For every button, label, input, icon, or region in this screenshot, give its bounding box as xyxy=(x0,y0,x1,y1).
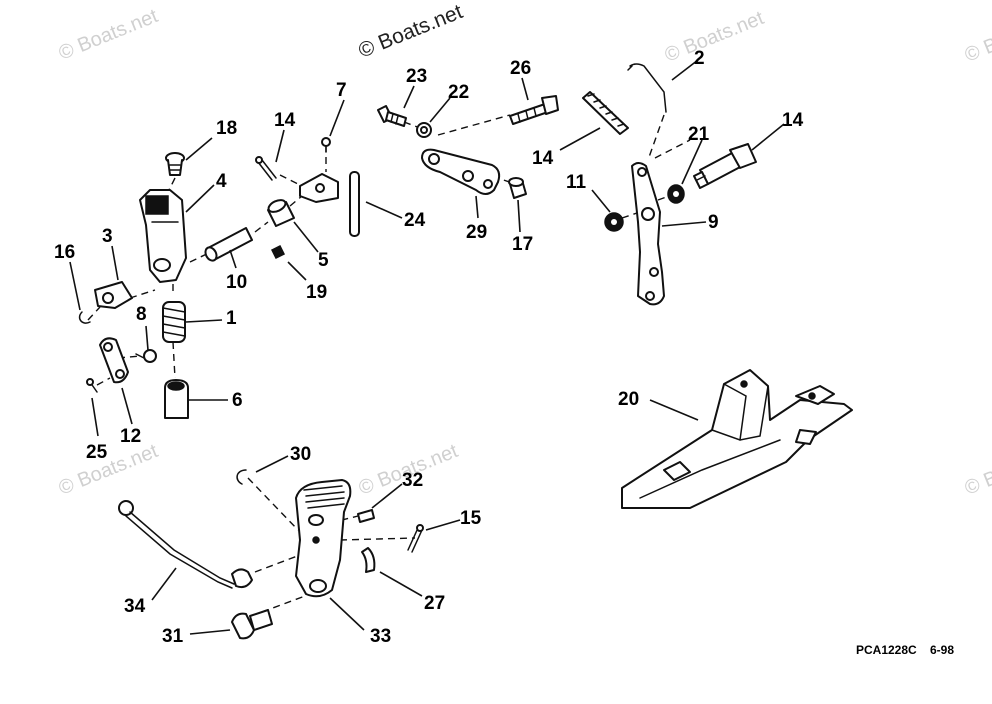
callout-10: 10 xyxy=(226,272,247,293)
part-14-bolt xyxy=(693,143,757,189)
watermark-4: © Boats.net xyxy=(962,7,992,67)
callout-11: 11 xyxy=(566,172,587,193)
callout-17: 17 xyxy=(512,234,533,255)
part-34-rod xyxy=(118,500,253,589)
part-3-bracket xyxy=(94,281,133,309)
part-clevis xyxy=(299,173,339,203)
part-5-bushing xyxy=(267,199,295,227)
callout-19: 19 xyxy=(306,282,327,303)
part-18-screw xyxy=(165,152,185,176)
callout-29: 29 xyxy=(466,222,487,243)
part-9-arm xyxy=(631,162,665,306)
drawing-code: PCA1228C xyxy=(856,643,917,657)
part-12-link xyxy=(99,337,129,384)
callout-27: 27 xyxy=(424,593,445,614)
callout-22: 22 xyxy=(448,82,469,103)
callout-20: 20 xyxy=(618,389,639,410)
part-15-cotter xyxy=(407,524,424,553)
part-4-housing xyxy=(139,189,187,283)
part-8-screw xyxy=(135,349,157,363)
part-16-clip xyxy=(78,311,91,324)
callout-9: 9 xyxy=(708,212,719,233)
part-33-handle xyxy=(295,479,352,598)
callout-24: 24 xyxy=(404,210,426,231)
callout-25: 25 xyxy=(86,442,108,463)
watermark-5: © Boats.net xyxy=(56,440,162,500)
part-10-pin xyxy=(204,227,253,262)
callout-16: 16 xyxy=(54,242,75,263)
part-7-screw xyxy=(321,137,331,153)
assembly-lines xyxy=(87,114,691,613)
callout-31: 31 xyxy=(162,626,184,647)
part-1-spring xyxy=(162,301,186,343)
callouts: 18 4 3 16 1 8 6 12 25 10 19 5 14 7 24 23… xyxy=(54,48,804,647)
callout-12: 12 xyxy=(120,426,141,447)
watermark-1: © Boats.net xyxy=(56,5,162,65)
part-26-bolt xyxy=(509,95,559,125)
callout-30: 30 xyxy=(290,444,311,465)
callout-6: 6 xyxy=(232,390,243,411)
part-23-bolt xyxy=(377,105,407,127)
part-31-screw xyxy=(231,609,273,640)
part-32-pin xyxy=(357,509,375,523)
part-11-nut xyxy=(604,212,624,232)
callout-8: 8 xyxy=(136,304,147,325)
part-25-pin xyxy=(86,378,98,393)
drawing-date: 6-98 xyxy=(930,643,954,657)
part-24-rod xyxy=(349,171,360,237)
callout-7: 7 xyxy=(336,80,347,101)
callout-14-left: 14 xyxy=(274,110,296,131)
part-6-block xyxy=(164,379,189,419)
watermark-3: © Boats.net xyxy=(662,7,768,67)
callout-3: 3 xyxy=(102,226,113,247)
callout-32: 32 xyxy=(402,470,423,491)
callout-18: 18 xyxy=(216,118,237,139)
part-30-clip xyxy=(236,469,247,485)
callout-23: 23 xyxy=(406,66,427,87)
part-21-washer xyxy=(667,184,685,204)
part-22-nut xyxy=(416,122,432,138)
callout-21: 21 xyxy=(688,124,710,145)
part-19-setscrew xyxy=(270,244,286,260)
callout-15: 15 xyxy=(460,508,482,529)
part-2-rod xyxy=(627,63,667,113)
callout-33: 33 xyxy=(370,626,391,647)
part-20-base xyxy=(621,369,853,509)
watermark-8: © Boats.net xyxy=(962,440,992,500)
leader-lines xyxy=(69,59,785,635)
watermark-top: © Boats.net xyxy=(355,0,466,63)
callout-14-right: 14 xyxy=(782,110,804,131)
part-14-cotter-a xyxy=(255,156,277,181)
callout-2: 2 xyxy=(694,48,705,69)
callout-1: 1 xyxy=(226,308,237,329)
callout-4: 4 xyxy=(216,171,227,192)
part-29-lever xyxy=(421,148,501,195)
callout-14-mid: 14 xyxy=(532,148,554,169)
part-14-cable xyxy=(582,91,629,135)
callout-26: 26 xyxy=(510,58,531,79)
part-27-washer xyxy=(361,547,376,573)
callout-34: 34 xyxy=(124,596,146,617)
part-17-bushing xyxy=(508,177,527,199)
callout-5: 5 xyxy=(318,250,329,271)
